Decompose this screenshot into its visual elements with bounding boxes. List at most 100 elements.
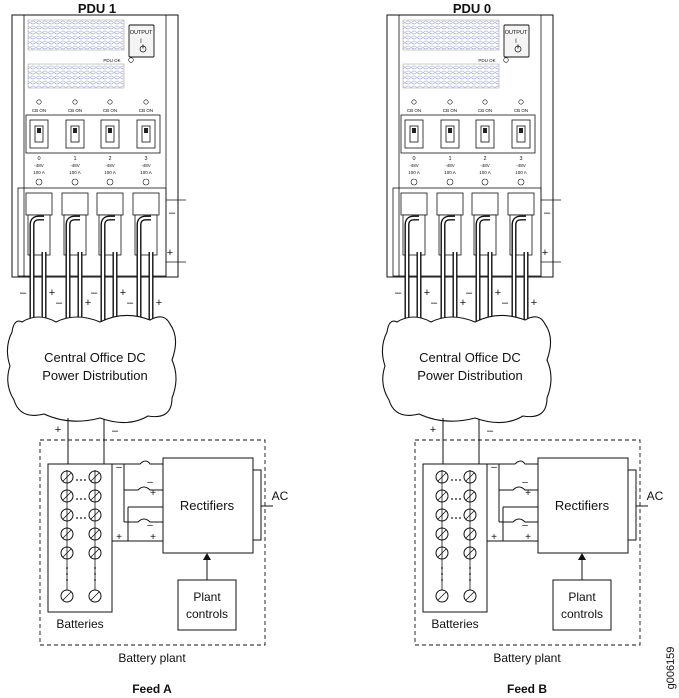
rect-plus-2: +: [491, 532, 497, 543]
lug-cover: [96, 192, 124, 216]
cb-label: CB ON: [32, 108, 46, 113]
cloud-text-line2: Power Distribution: [417, 368, 523, 383]
lug-cover: [132, 192, 160, 216]
cable-plus: +: [531, 297, 537, 309]
feed-minus: –: [112, 425, 119, 437]
input-amperage: 100 A: [104, 170, 116, 175]
input-number: 3: [519, 156, 522, 162]
breaker-toggle: [141, 125, 151, 143]
input-voltage: -48V: [480, 163, 490, 168]
breaker-toggle: [480, 125, 490, 143]
feed-minus: –: [487, 425, 494, 437]
terminal-screw: [410, 178, 418, 186]
cb-label: CB ON: [139, 108, 153, 113]
output-label: OUTPUT: [130, 30, 153, 36]
rectifiers-label: Rectifiers: [555, 498, 610, 513]
breaker-toggle: [445, 125, 455, 143]
cloud-co-dc-distribution: [381, 314, 552, 424]
breaker-lever: [144, 128, 148, 133]
output-button: [128, 24, 155, 58]
cable-plus: +: [49, 287, 55, 299]
cloud-text-line2: Power Distribution: [42, 368, 148, 383]
plant-controls-line2: controls: [561, 607, 603, 621]
input-number: 1: [73, 156, 76, 162]
battery-plant-box: [414, 439, 641, 646]
lug-cover: [507, 192, 535, 216]
breaker-lever: [483, 128, 487, 133]
output-mark: I: [140, 39, 142, 45]
input-amperage: 100 A: [140, 170, 152, 175]
pdu-ok-led: [128, 57, 134, 63]
vent-grille-lower: [27, 63, 125, 89]
ac-input-block: [627, 469, 637, 541]
breaker-panel: [25, 114, 161, 154]
cable-minus: –: [502, 297, 509, 309]
output-button: [503, 24, 530, 58]
breaker-lever: [448, 128, 452, 133]
input-amperage: 100 A: [69, 170, 81, 175]
rectifier-box: [537, 457, 629, 554]
control-arrow: [203, 553, 211, 560]
cb-led: [107, 99, 113, 105]
rect-plus-1: +: [150, 488, 156, 499]
breaker-lever: [412, 128, 416, 133]
ac-input-block: [252, 469, 262, 541]
input-amperage: 100 A: [408, 170, 420, 175]
input-voltage: -48V: [105, 163, 115, 168]
terminal-block: [392, 187, 542, 277]
cb-led: [143, 99, 149, 105]
cb-label: CB ON: [514, 108, 528, 113]
cable-minus: –: [127, 297, 134, 309]
ac-label: AC: [647, 489, 664, 503]
cable-plus: +: [495, 287, 501, 299]
breaker-toggle: [516, 125, 526, 143]
cloud-text-line1: Central Office DC: [44, 350, 146, 365]
feed-label: Feed A: [132, 682, 172, 696]
battery-plant-label: Battery plant: [118, 651, 186, 665]
lug-cover: [436, 192, 464, 216]
rect-minus-3: –: [147, 520, 153, 531]
rect-minus-2: –: [522, 477, 528, 488]
terminal-screw: [446, 178, 454, 186]
terminal-screw: [106, 178, 114, 186]
pdu-ok-label: PDU OK: [103, 58, 120, 63]
output-label: OUTPUT: [505, 30, 528, 36]
input-voltage: -48V: [70, 163, 80, 168]
breaker-lever: [73, 128, 77, 133]
input-amperage: 100 A: [33, 170, 45, 175]
input-voltage: -48V: [141, 163, 151, 168]
rect-plus-1: +: [525, 488, 531, 499]
input-number: 0: [412, 156, 415, 162]
breaker-toggle: [409, 125, 419, 143]
battery-plant-label: Battery plant: [493, 651, 561, 665]
negative-fuse-wire: [499, 460, 538, 465]
terminal-screw: [481, 178, 489, 186]
battery-bank: [47, 463, 113, 613]
pdu-ok-led: [503, 57, 509, 63]
negative-fuse-wire: [124, 460, 163, 465]
cable-minus: –: [91, 287, 98, 299]
cable-plus: +: [120, 287, 126, 299]
input-number: 1: [448, 156, 451, 162]
breaker-toggle: [70, 125, 80, 143]
breaker-toggle: [105, 125, 115, 143]
pdu-plus: +: [167, 247, 173, 259]
cb-label: CB ON: [407, 108, 421, 113]
negative-fuse-wire: [124, 486, 163, 491]
vent-grille-upper: [27, 19, 125, 51]
pdu-minus: –: [544, 207, 551, 219]
rect-minus-2: –: [147, 477, 153, 488]
input-amperage: 100 A: [515, 170, 527, 175]
plant-controls-line2: controls: [186, 607, 228, 621]
rect-minus-1: –: [116, 462, 122, 473]
breaker-lever: [519, 128, 523, 133]
vent-grille-upper: [402, 19, 500, 51]
pdu-minus: –: [169, 207, 176, 219]
rect-minus-1: –: [491, 462, 497, 473]
breaker-panel: [400, 114, 536, 154]
input-voltage: -48V: [409, 163, 419, 168]
rect-minus-3: –: [522, 520, 528, 531]
plant-controls-line1: Plant: [568, 590, 596, 604]
